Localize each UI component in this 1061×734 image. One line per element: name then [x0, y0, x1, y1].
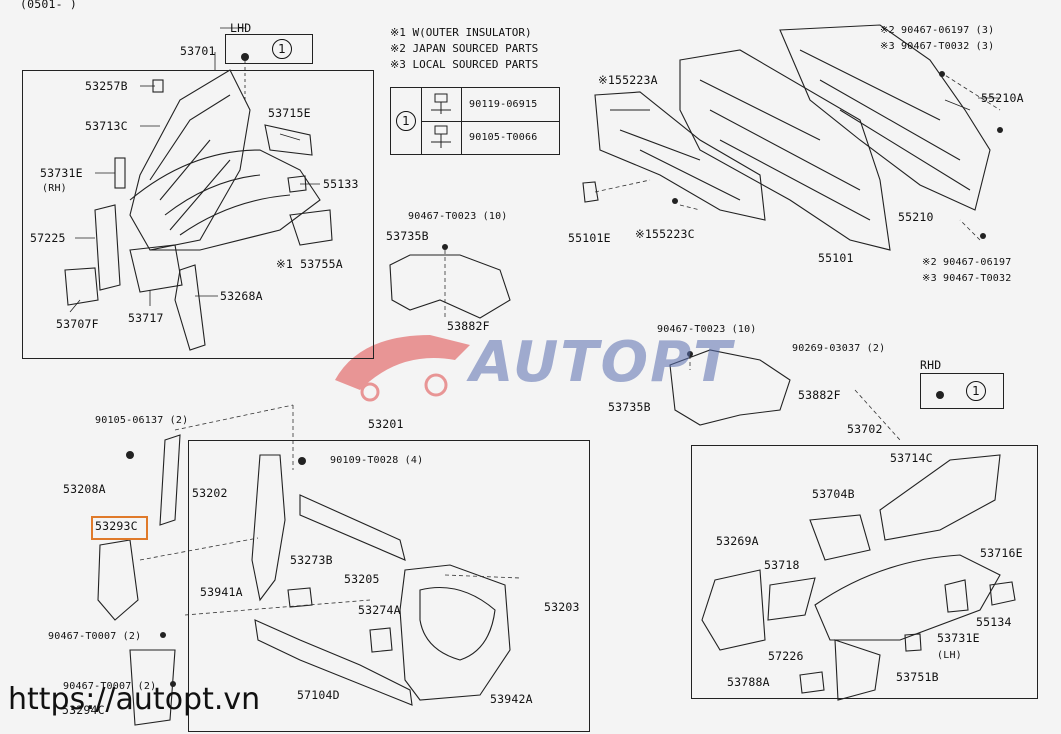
- rh-note: (RH): [42, 183, 67, 194]
- lhd-key-box: [225, 34, 313, 64]
- clip-90467-t0023-upper[interactable]: 90467-T0023 (10): [408, 211, 508, 222]
- part-53701[interactable]: 53701: [180, 44, 216, 58]
- table-row-1: 90119-06915: [469, 99, 538, 110]
- note-japan-sourced: ※2 JAPAN SOURCED PARTS: [390, 42, 539, 55]
- part-53205[interactable]: 53205: [344, 572, 380, 586]
- part-53941a[interactable]: 53941A: [200, 585, 243, 599]
- part-57226[interactable]: 57226: [768, 649, 804, 663]
- bolt-note-bottom-local: ※3 90467-T0032: [922, 273, 1012, 284]
- part-155223a[interactable]: ※155223A: [598, 73, 658, 87]
- part-53294c[interactable]: 53294C: [62, 703, 105, 717]
- lhd-key-circle: 1: [272, 38, 292, 59]
- part-53715e[interactable]: 53715E: [268, 106, 311, 120]
- part-53208a[interactable]: 53208A: [63, 482, 106, 496]
- part-53202[interactable]: 53202: [192, 486, 228, 500]
- part-53718[interactable]: 53718: [764, 558, 800, 572]
- part-53735b-lower[interactable]: 53735B: [608, 400, 651, 414]
- part-53731e-lh[interactable]: 53731E: [937, 631, 980, 645]
- part-53751b[interactable]: 53751B: [896, 670, 939, 684]
- part-155223c[interactable]: ※155223C: [635, 227, 695, 241]
- radiator-support-frame: [188, 440, 590, 732]
- part-53717[interactable]: 53717: [128, 311, 164, 325]
- lhd-assembly-frame: [22, 70, 374, 359]
- part-53942a[interactable]: 53942A: [490, 692, 533, 706]
- part-53882f-upper[interactable]: 53882F: [447, 319, 490, 333]
- part-53702[interactable]: 53702: [847, 422, 883, 436]
- clip-90269-03037[interactable]: 90269-03037 (2): [792, 343, 886, 354]
- rhd-key-box: [920, 373, 1004, 409]
- autopt-watermark: AUTOPT: [470, 330, 734, 395]
- part-53714c[interactable]: 53714C: [890, 451, 933, 465]
- part-55101e[interactable]: 55101E: [568, 231, 611, 245]
- part-53882f-lower[interactable]: 53882F: [798, 388, 841, 402]
- bolt-icon: [431, 93, 451, 148]
- part-57104d[interactable]: 57104D: [297, 688, 340, 702]
- bolt-90105-06137[interactable]: 90105-06137 (2): [95, 415, 189, 426]
- site-url[interactable]: https://autopt.vn: [8, 682, 261, 717]
- table-row-2: 90105-T0066: [469, 132, 538, 143]
- part-53273b[interactable]: 53273B: [290, 553, 333, 567]
- model-code: (0501- ): [20, 0, 77, 11]
- fastener-table: 1 90119-06915 90105-T0066: [390, 87, 560, 155]
- part-55133[interactable]: 55133: [323, 177, 359, 191]
- part-53257b[interactable]: 53257B: [85, 79, 128, 93]
- clip-90467-t0007-lower[interactable]: 90467-T0007 (2): [63, 681, 157, 692]
- rhd-assembly-frame: [691, 445, 1038, 699]
- lh-note: (LH): [937, 650, 962, 661]
- table-key-cell: 1: [391, 88, 422, 154]
- part-53274a[interactable]: 53274A: [358, 603, 401, 617]
- part-53788a[interactable]: 53788A: [727, 675, 770, 689]
- part-53269a[interactable]: 53269A: [716, 534, 759, 548]
- part-53735b-upper[interactable]: 53735B: [386, 229, 429, 243]
- part-53716e[interactable]: 53716E: [980, 546, 1023, 560]
- bolt-note-top-jp: ※2 90467-06197 (3): [880, 25, 995, 36]
- part-55134[interactable]: 55134: [976, 615, 1012, 629]
- table-key-circle: 1: [396, 111, 416, 131]
- rhd-title: RHD: [920, 358, 942, 372]
- part-53293c[interactable]: 53293C: [95, 519, 138, 533]
- part-53707f[interactable]: 53707F: [56, 317, 99, 331]
- part-55210a[interactable]: 55210A: [981, 91, 1024, 105]
- note-local-sourced: ※3 LOCAL SOURCED PARTS: [390, 58, 539, 71]
- part-53201[interactable]: 53201: [368, 417, 404, 431]
- bolt-90109-t0028[interactable]: 90109-T0028 (4): [330, 455, 424, 466]
- part-57225[interactable]: 57225: [30, 231, 66, 245]
- part-53268a[interactable]: 53268A: [220, 289, 263, 303]
- part-53713c[interactable]: 53713C: [85, 119, 128, 133]
- lhd-title: LHD: [230, 21, 252, 35]
- highlight-53293c: [91, 516, 148, 540]
- part-53755a[interactable]: ※1 53755A: [276, 257, 343, 271]
- part-55210[interactable]: 55210: [898, 210, 934, 224]
- part-53704b[interactable]: 53704B: [812, 487, 855, 501]
- part-53203[interactable]: 53203: [544, 600, 580, 614]
- rhd-key-circle: 1: [966, 380, 986, 401]
- part-53731e-rh[interactable]: 53731E: [40, 166, 83, 180]
- part-55101[interactable]: 55101: [818, 251, 854, 265]
- clip-90467-t0007-upper[interactable]: 90467-T0007 (2): [48, 631, 142, 642]
- note-outer-insulator: ※1 W(OUTER INSULATOR): [390, 26, 532, 39]
- bolt-note-bottom-jp: ※2 90467-06197: [922, 257, 1012, 268]
- clip-90467-t0023-lower[interactable]: 90467-T0023 (10): [657, 324, 757, 335]
- bolt-note-top-local: ※3 90467-T0032 (3): [880, 41, 995, 52]
